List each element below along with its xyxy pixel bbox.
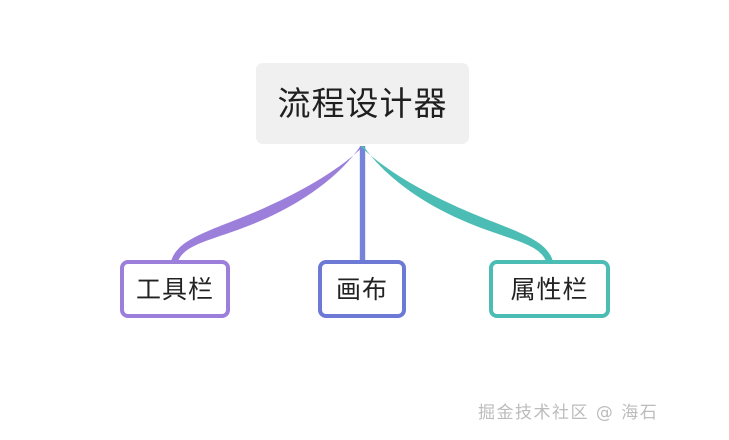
watermark: 掘金技术社区 @ 海石	[478, 403, 659, 423]
node-toolbar-label: 工具栏	[135, 274, 214, 304]
node-properties[interactable]: 属性栏	[489, 260, 610, 318]
node-canvas-label: 画布	[335, 274, 388, 304]
node-canvas[interactable]: 画布	[318, 260, 406, 318]
edge-root-to-properties	[360, 146, 553, 260]
node-root-label: 流程设计器	[277, 84, 448, 123]
edge-root-to-canvas	[359, 146, 366, 260]
node-root[interactable]: 流程设计器	[256, 63, 469, 144]
edge-root-to-toolbar	[171, 146, 364, 260]
node-properties-label: 属性栏	[510, 274, 589, 304]
node-toolbar[interactable]: 工具栏	[120, 260, 230, 318]
